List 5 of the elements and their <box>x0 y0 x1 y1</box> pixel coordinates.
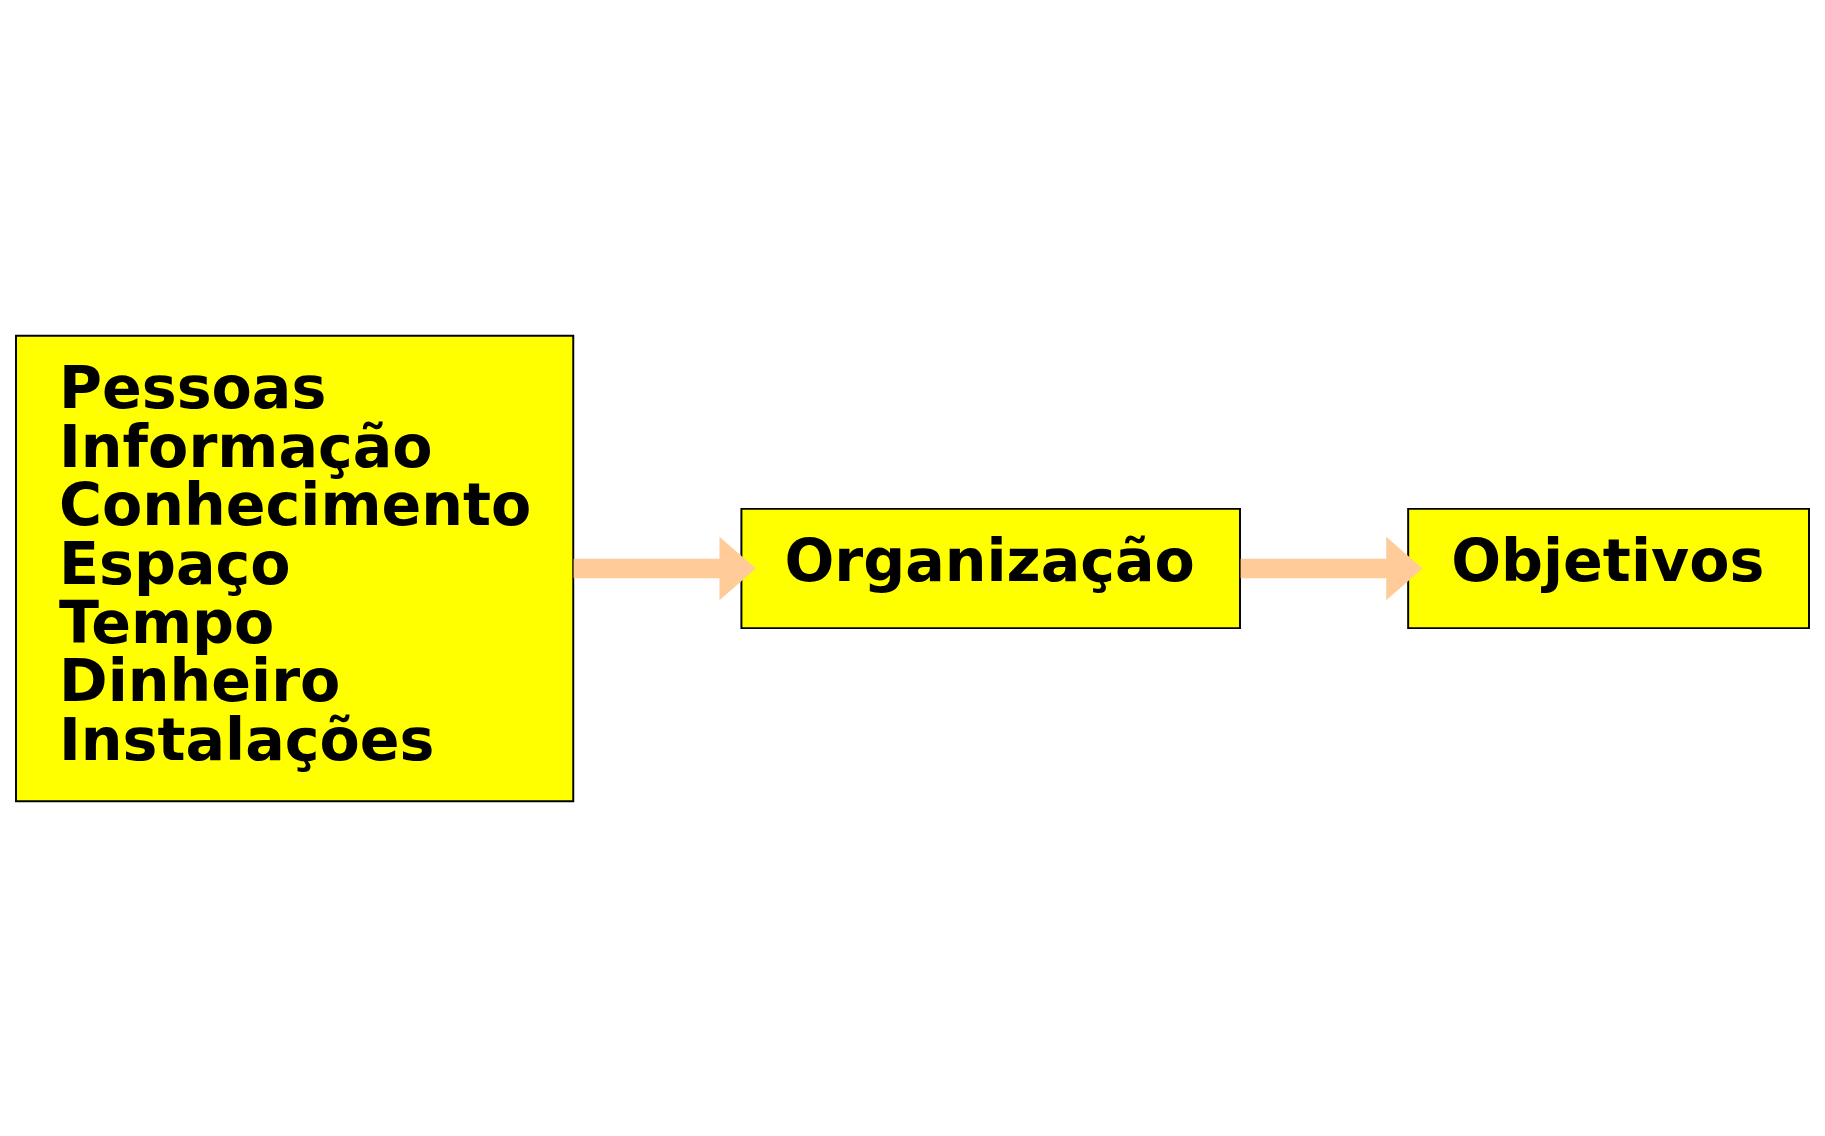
node-box: Pessoas Informação Conhecimento Espaço Tempo Dinheiro Instalações <box>15 334 575 802</box>
arrow <box>573 536 756 600</box>
arrow <box>1240 536 1423 600</box>
node-box: Organização <box>740 507 1241 629</box>
node-box: Objetivos <box>1407 507 1810 629</box>
